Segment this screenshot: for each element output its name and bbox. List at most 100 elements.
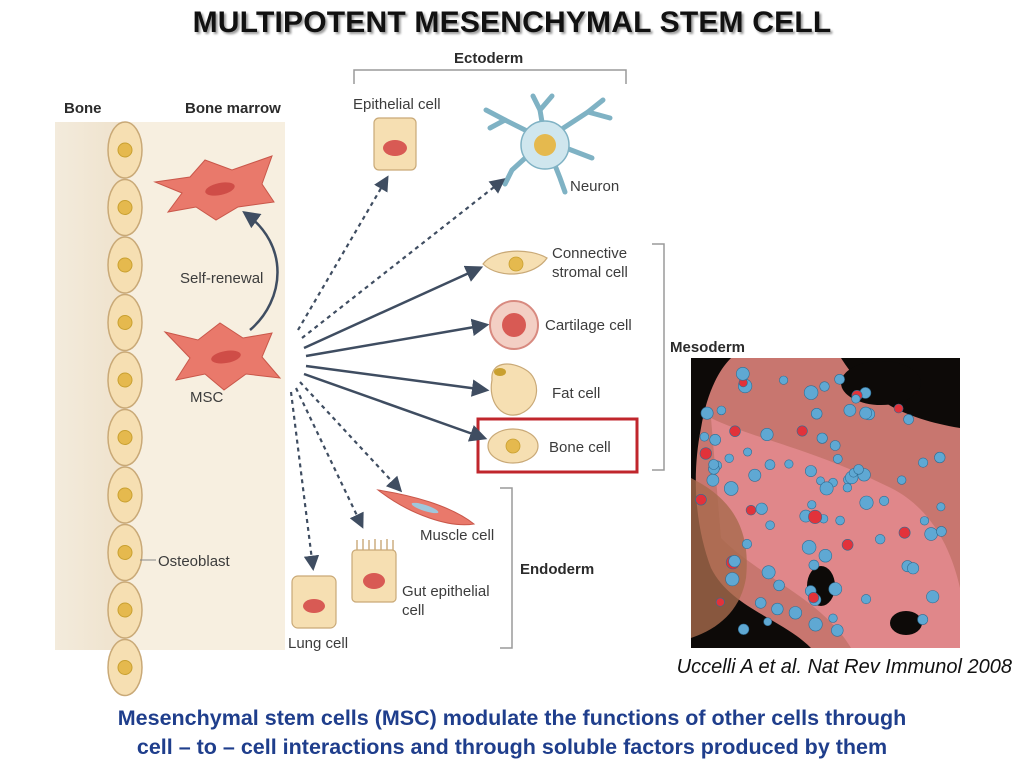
micrograph-cell [841, 539, 854, 551]
arrow-to-cartilage-cell [305, 318, 490, 358]
micrograph-cell [828, 582, 843, 596]
msc-label: MSC [190, 389, 224, 406]
arrow-to-fat-cell [305, 364, 490, 397]
gut-epithelial-label-2: cell [402, 602, 425, 619]
micrograph-cell [760, 428, 774, 442]
neuron-label: Neuron [570, 178, 619, 195]
connective-stromal-cell [482, 250, 548, 275]
micrograph-cell [803, 385, 819, 400]
micrograph-cell [829, 440, 841, 451]
gut-epithelial-label-1: Gut epithelial [402, 583, 490, 600]
micrograph-cell [729, 425, 741, 437]
micrograph-cell [805, 465, 817, 477]
micrograph-cell [924, 527, 938, 541]
micrograph-cell [748, 468, 762, 482]
micrograph-cell [735, 367, 750, 381]
micrograph-cell [816, 476, 825, 486]
msc-cell [163, 322, 282, 391]
micrograph-cell [706, 473, 720, 487]
osteoblast-nucleus [117, 487, 133, 503]
connective-stromal-label-2: stromal cell [552, 264, 628, 281]
micrograph-cell [784, 459, 794, 469]
micrograph-cell [745, 505, 757, 516]
micrograph-cell [801, 540, 817, 555]
micrograph-cell [724, 453, 734, 463]
osteoblast-nucleus [117, 430, 133, 445]
micrograph-cell [893, 403, 904, 414]
citation: Uccelli A et al. Nat Rev Immunol 2008 [676, 656, 1012, 678]
lung-cell [291, 575, 337, 629]
bone-cell [487, 428, 539, 464]
micrograph-cell [919, 516, 930, 526]
bone-cell-highlight-box [476, 417, 639, 474]
bone-marrow-label: Bone marrow [185, 100, 281, 117]
micrograph-cell [810, 407, 823, 420]
micrograph-cell [917, 614, 929, 625]
micrograph-cell [808, 617, 823, 632]
micrograph-cell [831, 624, 844, 637]
micrograph-cell [761, 565, 776, 580]
micrograph-cell [695, 494, 707, 506]
micrograph-cell [835, 515, 845, 526]
ectoderm-label: Ectoderm [454, 50, 523, 67]
osteoblast-nucleus [117, 315, 133, 330]
micrograph-cell [741, 539, 752, 550]
arrow-to-epithelial-cell [297, 175, 389, 331]
micrograph-cell [918, 457, 929, 468]
muscle-cell-label: Muscle cell [420, 527, 494, 544]
fat-cell [490, 363, 538, 416]
micrograph-cell [796, 425, 808, 437]
micrograph-cell [773, 579, 785, 592]
osteoblast-label: Osteoblast [158, 553, 231, 570]
osteoblast-nucleus [117, 602, 133, 618]
micrograph-cell [755, 502, 768, 515]
micrograph-cell [743, 447, 752, 457]
fat-cell-label: Fat cell [552, 385, 600, 402]
micrograph-cell [875, 534, 886, 545]
caption-line-1: Mesenchymal stem cells (MSC) modulate th… [117, 706, 907, 730]
micrograph-cell [879, 495, 890, 506]
micrograph-cell [808, 559, 820, 571]
micrograph-cell [754, 597, 767, 609]
cartilage-cell [489, 300, 539, 350]
msc-self-renewed-cell [153, 155, 275, 221]
micrograph-cell [807, 500, 817, 510]
mesoderm-bracket [652, 243, 665, 471]
micrograph-cell [715, 597, 725, 607]
bone-label: Bone [64, 100, 102, 117]
micrograph-cell [709, 434, 722, 446]
bone-cell-label: Bone cell [549, 439, 611, 456]
arrow-to-connective-stromal-cell [303, 265, 484, 350]
micrograph-cell [819, 481, 834, 496]
ectoderm-bracket [353, 69, 627, 84]
micrograph-cell [765, 520, 775, 530]
mesoderm-label: Mesoderm [670, 339, 745, 356]
micrograph-cell [818, 549, 833, 563]
micrograph-cell [716, 405, 727, 416]
micrograph-cell [788, 606, 802, 620]
micrograph-cell [936, 502, 946, 512]
caption: Mesenchymal stem cells (MSC) modulate th… [20, 704, 1004, 762]
endoderm-bracket [500, 487, 513, 649]
micrograph-cell [819, 381, 830, 392]
gut-epithelial-cell [351, 539, 397, 603]
osteoblast-nucleus [117, 257, 133, 273]
micrograph-cell [723, 481, 739, 496]
micrograph-cell [907, 562, 920, 575]
micrograph-cell [828, 613, 838, 623]
osteoblast-column [107, 121, 143, 697]
micrograph-cell [934, 451, 946, 464]
micrograph-cell [903, 414, 914, 425]
micrograph-cell [833, 454, 843, 464]
osteoblast-nucleus [117, 200, 133, 215]
micrograph-cell [834, 373, 845, 385]
micrograph-cell [700, 406, 714, 420]
micrograph-cell [936, 526, 947, 537]
arrow-to-neuron [301, 178, 506, 339]
micrograph-cell [926, 590, 940, 604]
micrograph-cell [708, 459, 720, 470]
osteoblast-nucleus [117, 660, 133, 675]
micrograph-cell [699, 447, 712, 460]
micrograph-cell [725, 572, 740, 587]
micrograph-cell [843, 403, 857, 417]
